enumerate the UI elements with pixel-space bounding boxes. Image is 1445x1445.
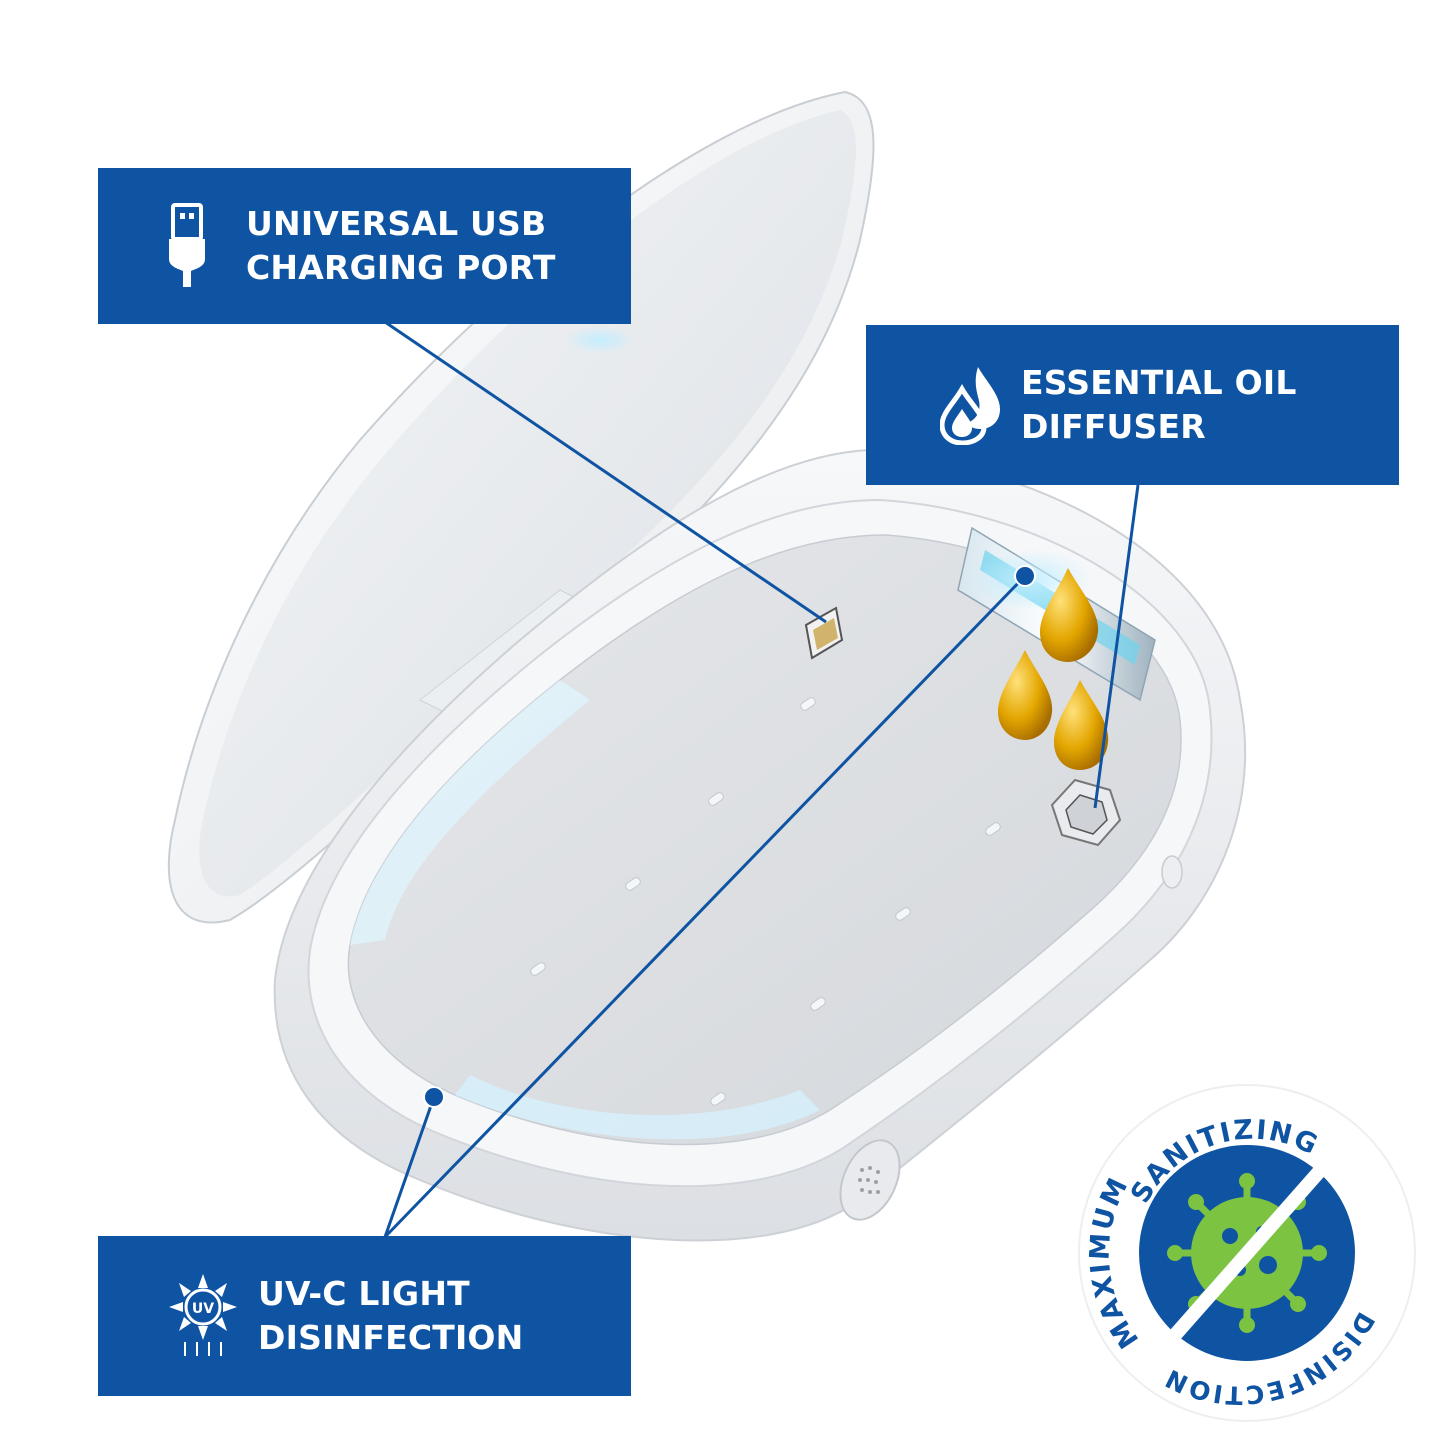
usb-callout-line2: CHARGING PORT — [246, 248, 556, 287]
sanitizing-badge — [1078, 1084, 1416, 1422]
badge-right-text-path: DISINFECTION — [1159, 1307, 1378, 1410]
uv-callout-line2: DISINFECTION — [258, 1318, 524, 1357]
uv-icon-label: UV — [192, 1301, 214, 1317]
uv-sun-icon: UV — [148, 1274, 258, 1358]
oil-diffuser-callout: ESSENTIAL OIL DIFFUSER — [866, 325, 1399, 485]
virus-crossed-icon — [1167, 1160, 1331, 1340]
badge-left-text: MAXIMUM — [1084, 1172, 1145, 1354]
base — [273, 448, 1247, 1242]
oil-diffuser-cap — [1050, 778, 1122, 847]
usb-callout: UNIVERSAL USB CHARGING PORT — [98, 168, 631, 324]
badge-top-text-path: SANITIZING — [1125, 1114, 1322, 1208]
usb-port — [804, 606, 844, 660]
oil-drops — [998, 568, 1109, 770]
badge-right-text: DISINFECTION — [1159, 1307, 1380, 1410]
oil-callout-line1: ESSENTIAL OIL — [1021, 363, 1297, 402]
uv-callout-line1: UV-C LIGHT — [258, 1274, 470, 1313]
leader-dots — [423, 565, 1036, 1108]
badge-top-text: SANITIZING — [1125, 1114, 1324, 1208]
usb-callout-line1: UNIVERSAL USB — [246, 204, 547, 243]
oil-callout-line2: DIFFUSER — [1021, 407, 1206, 446]
usb-plug-icon — [128, 203, 246, 289]
water-drops-icon — [921, 365, 1021, 445]
speaker-button — [839, 1139, 901, 1221]
uv-light-callout: UV UV-C LIGHT DISINFECTION — [98, 1236, 631, 1396]
badge-left-text-path: MAXIMUM — [1084, 1172, 1143, 1354]
leader-lines — [383, 320, 1140, 1239]
tray-pads — [530, 697, 1001, 1106]
